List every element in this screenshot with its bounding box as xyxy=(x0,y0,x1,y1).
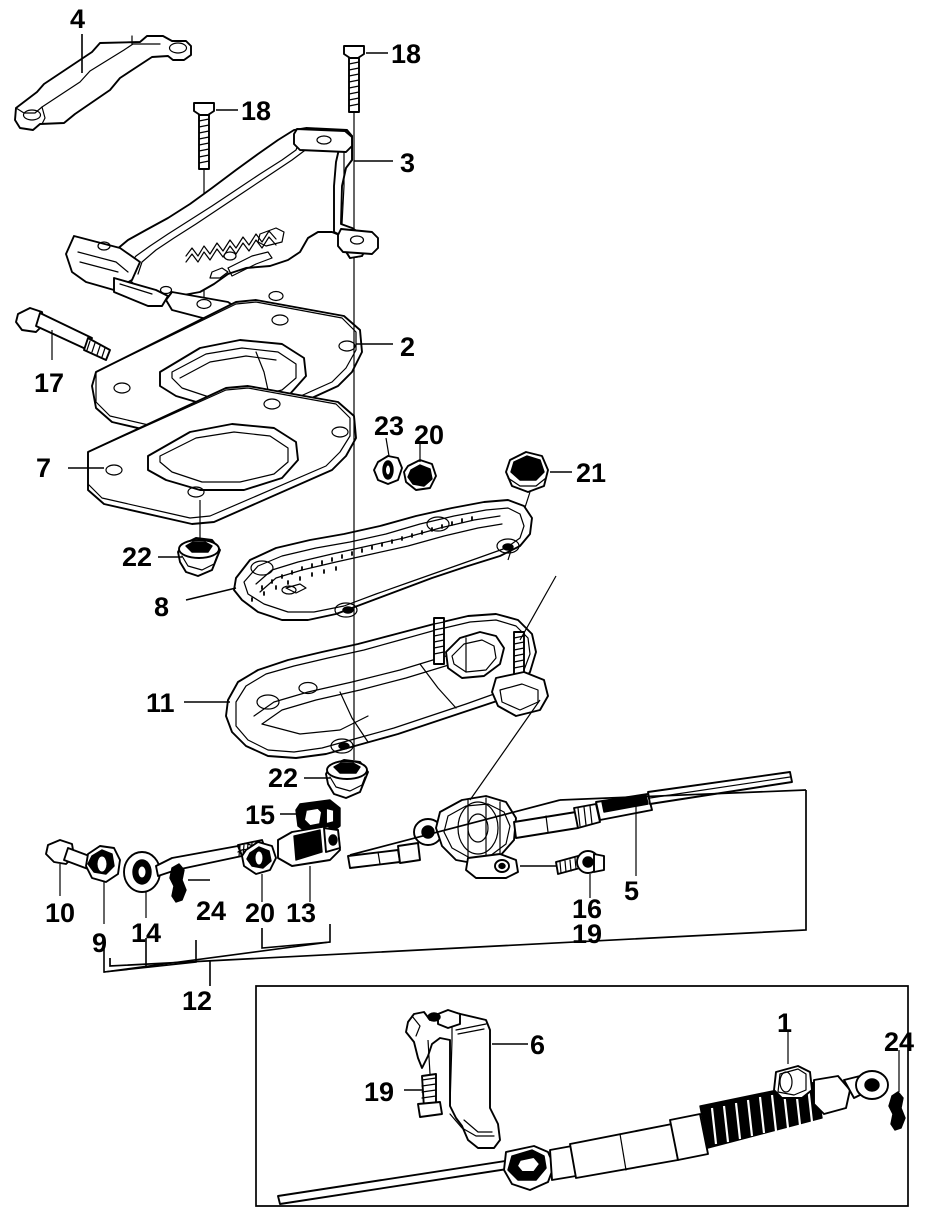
part-13-rod-end-joint xyxy=(277,825,341,902)
callout-number-4: 4 xyxy=(70,4,85,34)
callout-number-11: 11 xyxy=(146,688,175,718)
part-24-cotter-pin-lower xyxy=(888,1050,906,1131)
part-3-shift-lever-bracket xyxy=(65,127,379,323)
part-14-rod-eye-bushing xyxy=(123,851,161,918)
callout-number-24-lower: 24 xyxy=(884,1027,914,1057)
part-16-19-flange-bolt xyxy=(520,850,605,898)
part-4-stiffener-strap xyxy=(14,35,192,131)
callout-number-22-upper: 22 xyxy=(122,542,152,572)
callout-number-20-linkage: 20 xyxy=(245,898,275,928)
part-5-change-cable-assembly xyxy=(347,771,793,879)
callout-number-13: 13 xyxy=(286,898,316,928)
part-9-spacer-collar xyxy=(85,845,121,924)
callout-leader-8 xyxy=(185,587,237,601)
callout-number-16: 16 xyxy=(572,894,602,924)
panel-frame-cable-lower xyxy=(255,985,909,1207)
callout-number-6: 6 xyxy=(530,1030,545,1060)
callout-number-3: 3 xyxy=(400,148,415,178)
callout-number-1: 1 xyxy=(777,1008,792,1038)
callout-bracket-12 xyxy=(103,924,331,986)
callout-number-21: 21 xyxy=(576,458,606,488)
lower-cable-assembly xyxy=(277,1070,889,1205)
callout-number-10: 10 xyxy=(45,898,75,928)
callout-number-12: 12 xyxy=(182,986,212,1016)
part-21-cap-nut xyxy=(505,451,549,561)
part-8-shift-lever-retainer xyxy=(233,499,533,621)
callout-number-19-cable: 19 xyxy=(572,919,602,949)
part-17-hex-flange-bolt xyxy=(15,307,111,361)
part-6-cable-holder-bracket xyxy=(405,1009,501,1149)
callout-number-20-upper: 20 xyxy=(414,420,444,450)
part-23-washer xyxy=(373,437,403,485)
part-1-bushing xyxy=(773,1030,813,1099)
callout-number-22-lower: 22 xyxy=(268,763,298,793)
callout-number-8: 8 xyxy=(154,592,169,622)
part-7-lower-seal-plate xyxy=(87,385,357,525)
part-20-lock-nut-upper xyxy=(403,444,437,491)
callout-number-17: 17 xyxy=(34,368,64,398)
callout-number-18-right: 18 xyxy=(391,39,421,69)
leader-retainer-detail xyxy=(519,575,557,641)
part-20-lock-nut-linkage xyxy=(241,841,277,902)
part-19-flange-bolt-lower xyxy=(417,1039,443,1118)
part-22-flange-nut-upper xyxy=(177,500,221,577)
part-18-long-screw-right xyxy=(343,45,365,290)
callout-number-2: 2 xyxy=(400,332,415,362)
leader-base-to-cable xyxy=(469,699,541,801)
callout-number-5: 5 xyxy=(624,876,639,906)
panel-frame-cable-upper xyxy=(109,789,807,967)
callout-number-19-lower: 19 xyxy=(364,1077,394,1107)
part-11-shift-lever-base xyxy=(225,613,549,759)
part-22-flange-nut-lower xyxy=(325,759,369,799)
part-24-cotter-pin-linkage xyxy=(169,863,187,903)
callout-number-23: 23 xyxy=(374,411,404,441)
callout-number-15: 15 xyxy=(245,800,275,830)
callout-number-7: 7 xyxy=(36,453,51,483)
callout-number-18-left: 18 xyxy=(241,96,271,126)
callout-number-24-linkage: 24 xyxy=(196,896,226,926)
